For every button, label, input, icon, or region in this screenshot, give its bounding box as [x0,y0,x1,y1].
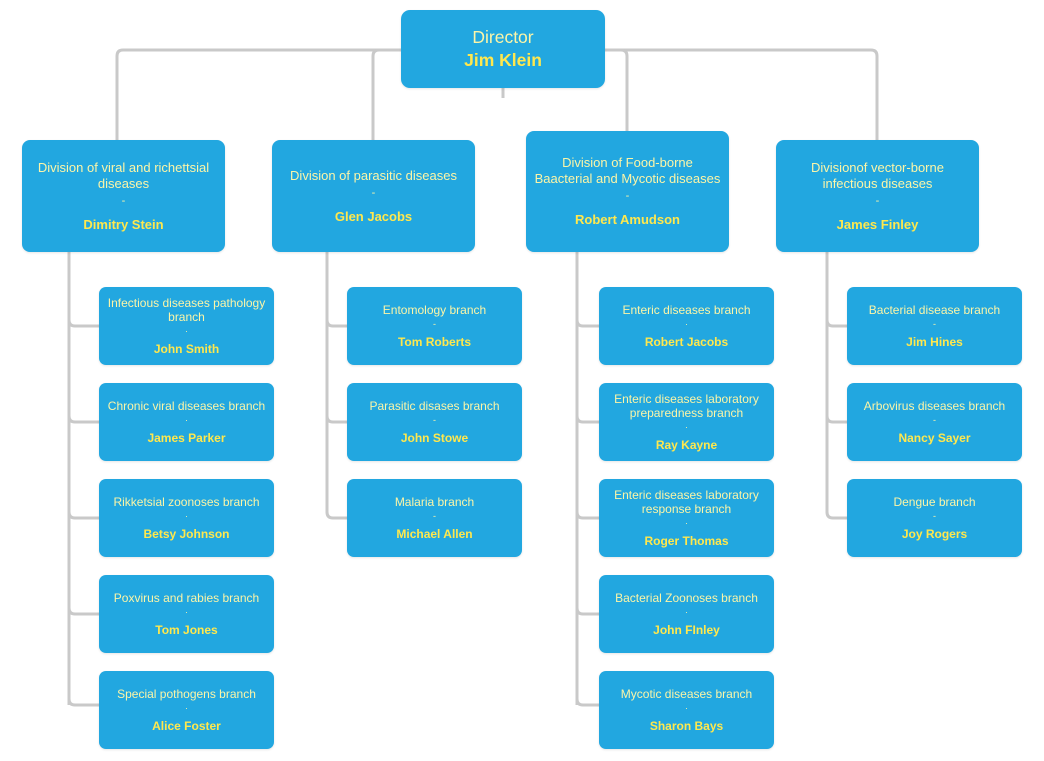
node-branch-1-2[interactable]: Chronic viral diseases branch · James Pa… [99,383,274,461]
node-branch-3-1[interactable]: Enteric diseases branch · Robert Jacobs [599,287,774,365]
connector-col4-child1 [825,319,847,328]
node-branch-3-3[interactable]: Enteric diseases laboratory response bra… [599,479,774,557]
node-person: Glen Jacobs [334,208,413,224]
node-title: Malaria branch [394,494,475,509]
node-title: Division of Food-borne Baacterial and My… [534,155,721,187]
node-branch-2-1[interactable]: Entomology branch - Tom Roberts [347,287,522,365]
node-director[interactable]: Director Jim Klein [401,10,605,88]
node-title: Enteric diseases branch [622,302,751,317]
node-person: Alice Foster [152,718,221,733]
node-separator: - [121,194,126,207]
node-person: Nancy Sayer [898,430,971,445]
node-separator: · [685,702,688,713]
node-separator: · [185,325,188,336]
node-person: Roger Thomas [644,533,729,548]
node-title: Arbovirus diseases branch [863,398,1006,413]
node-branch-1-5[interactable]: Special pothogens branch · Alice Foster [99,671,274,749]
node-person: Ray Kayne [655,437,718,452]
connector-col2-child1 [325,319,347,328]
node-title: Enteric diseases laboratory response bra… [614,487,759,517]
node-separator: · [685,318,688,329]
node-person: James Finley [836,216,919,232]
node-person: Jim Klein [464,50,542,71]
connector-col3-child1 [575,319,599,328]
node-title: Division of parasitic diseases [290,167,457,183]
node-separator: - [933,510,936,521]
node-person: Jim Hines [906,334,963,349]
node-separator: - [933,414,936,425]
connector-col4-child2 [825,415,847,424]
node-division-1[interactable]: Division of viral and richettsial diseas… [22,140,225,252]
node-separator: - [433,318,436,329]
node-separator: · [185,606,188,617]
node-branch-4-3[interactable]: Dengue branch - Joy Rogers [847,479,1022,557]
node-separator: · [185,414,188,425]
connector-col4-child3 [825,511,847,520]
node-branch-1-4[interactable]: Poxvirus and rabies branch · Tom Jones [99,575,274,653]
node-title: Chronic viral diseases branch [107,398,266,413]
node-title: Bacterial disease branch [868,302,1001,317]
node-separator: - [933,318,936,329]
node-person: James Parker [147,430,226,445]
node-title: Parasitic disases branch [369,398,500,413]
connector-col1-child1 [67,319,99,328]
node-person: Sharon Bays [649,718,724,733]
node-separator: - [371,186,376,199]
node-branch-2-3[interactable]: Malaria branch - Michael Allen [347,479,522,557]
node-separator: · [685,421,688,432]
node-title: Entomology branch [382,302,487,317]
connector-col3-child5 [575,698,599,707]
node-separator: - [433,414,436,425]
connector-col3-child2 [575,415,599,424]
node-separator: · [185,510,188,521]
node-branch-4-1[interactable]: Bacterial disease branch - Jim Hines [847,287,1022,365]
node-title: Special pothogens branch [117,686,256,701]
node-branch-4-2[interactable]: Arbovirus diseases branch - Nancy Sayer [847,383,1022,461]
node-branch-3-2[interactable]: Enteric diseases laboratory preparedness… [599,383,774,461]
node-title: Director [472,26,534,47]
node-person: Tom Jones [155,622,218,637]
node-person: Tom Roberts [397,334,472,349]
node-title: Division of viral and richettsial diseas… [37,159,210,191]
node-person: Dimitry Stein [83,216,164,232]
node-branch-1-3[interactable]: Rikketsial zoonoses branch · Betsy Johns… [99,479,274,557]
connector-col3-child4 [575,607,599,616]
connector-col1-child4 [67,607,99,616]
node-branch-1-1[interactable]: Infectious diseases pathology branch · J… [99,287,274,365]
node-person: John Stowe [400,430,469,445]
node-separator: · [685,606,688,617]
node-title: Infectious diseases pathology branch [107,295,266,325]
connector-col3-child3 [575,511,599,520]
node-person: Robert Amudson [575,212,680,228]
node-person: Joy Rogers [901,526,968,541]
connector-col1-child5 [67,698,99,707]
node-title: Bacterial Zoonoses branch [615,590,758,605]
connector-col1-child3 [67,511,99,520]
node-separator: - [875,194,880,207]
connector-col2-child3 [325,511,347,520]
node-title: Poxvirus and rabies branch [113,590,260,605]
node-person: Betsy Johnson [143,526,230,541]
node-title: Enteric diseases laboratory preparedness… [614,391,759,421]
node-branch-3-5[interactable]: Mycotic diseases branch · Sharon Bays [599,671,774,749]
node-person: Michael Allen [396,526,473,541]
node-division-2[interactable]: Division of parasitic diseases - Glen Ja… [272,140,475,252]
node-separator: - [625,190,630,203]
node-title: Divisionof vector-borne infectious disea… [811,159,944,191]
node-person: John FInley [653,622,720,637]
node-person: Robert Jacobs [644,334,729,349]
node-division-3[interactable]: Division of Food-borne Baacterial and My… [526,131,729,252]
node-branch-2-2[interactable]: Parasitic disases branch - John Stowe [347,383,522,461]
node-separator: · [185,702,188,713]
node-branch-3-4[interactable]: Bacterial Zoonoses branch · John FInley [599,575,774,653]
node-title: Mycotic diseases branch [620,686,753,701]
node-division-4[interactable]: Divisionof vector-borne infectious disea… [776,140,979,252]
node-separator: · [685,517,688,528]
node-title: Rikketsial zoonoses branch [113,494,260,509]
node-title: Dengue branch [893,494,976,509]
connector-col2-child2 [325,415,347,424]
node-person: John Smith [153,341,220,356]
connector-col1-child2 [67,415,99,424]
node-separator: - [433,510,436,521]
